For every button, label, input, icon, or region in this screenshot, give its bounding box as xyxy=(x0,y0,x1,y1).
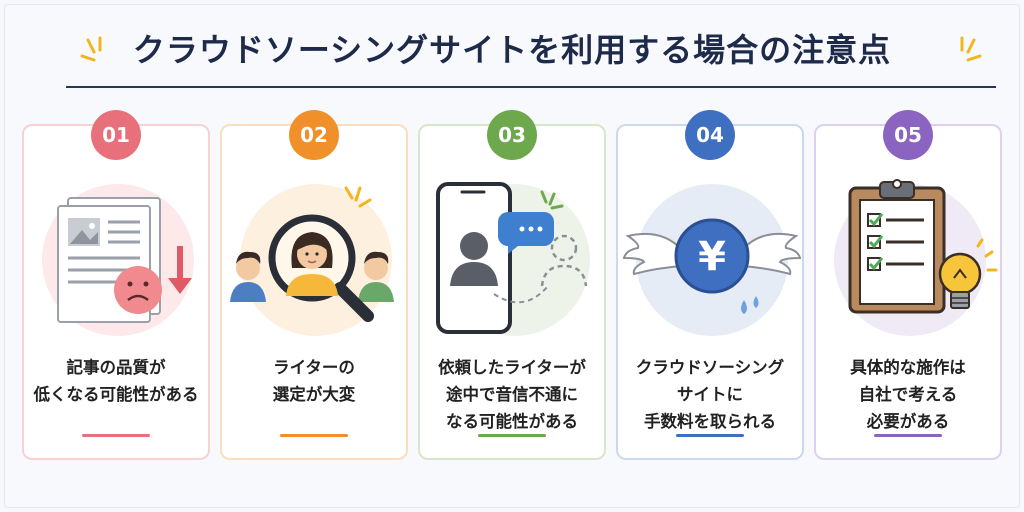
card-01: 01 記事の品質が 低くなる可能性がある xyxy=(22,110,210,460)
caption-line: 手数料を取られる xyxy=(644,412,776,431)
card-03: 03 依頼したライターが 途中で音信不通に なる可能性がある xyxy=(418,110,606,460)
card-underline xyxy=(874,434,942,437)
card-underline xyxy=(82,434,150,437)
caption-line: サイトに xyxy=(677,385,743,404)
card-underline xyxy=(478,434,546,437)
svg-text:¥: ¥ xyxy=(698,234,726,280)
magnifier-people-icon xyxy=(230,184,394,336)
document-quality-down-icon xyxy=(42,184,194,336)
caption-line: 必要がある xyxy=(866,412,950,431)
card-caption: ライターの 選定が大変 xyxy=(222,354,406,408)
page-title: クラウドソーシングサイトを利用する場合の注意点 xyxy=(132,31,892,69)
card-number-badge: 02 xyxy=(289,110,339,160)
card-number-badge: 03 xyxy=(487,110,537,160)
card-number-badge: 05 xyxy=(883,110,933,160)
caption-line: 選定が大変 xyxy=(272,385,356,404)
clipboard-lightbulb-icon xyxy=(834,179,998,336)
header: クラウドソーシングサイトを利用する場合の注意点 xyxy=(0,22,1024,78)
sparkle-right-icon xyxy=(960,36,982,62)
card-underline xyxy=(280,434,348,437)
caption-line: 低くなる可能性がある xyxy=(33,385,199,404)
card-number-badge: 04 xyxy=(685,110,735,160)
caption-line: 途中で音信不通に xyxy=(446,385,578,404)
flying-yen-coin-icon: ¥ xyxy=(622,184,802,336)
caption-line: なる可能性がある xyxy=(446,412,578,431)
card-caption: 具体的な施作は 自社で考える 必要がある xyxy=(816,354,1000,435)
card-underline xyxy=(676,434,744,437)
card-04: 04 ¥ クラウドソーシング サイトに 手数料を取られる xyxy=(616,110,804,460)
card-05: 05 具体的な施作は 自社で考える 必要がある xyxy=(814,110,1002,460)
sparkle-left-icon xyxy=(80,36,102,62)
caption-line: ライターの xyxy=(273,358,355,377)
title-divider xyxy=(66,86,996,88)
caption-line: 依頼したライターが xyxy=(438,358,586,377)
smartphone-disconnect-icon xyxy=(436,182,590,336)
card-02: 02 ライターの 選定が大変 xyxy=(220,110,408,460)
card-caption: 記事の品質が 低くなる可能性がある xyxy=(24,354,208,408)
card-caption: クラウドソーシング サイトに 手数料を取られる xyxy=(618,354,802,435)
caption-line: クラウドソーシング xyxy=(635,358,785,377)
card-caption: 依頼したライターが 途中で音信不通に なる可能性がある xyxy=(420,354,604,435)
caption-line: 自社で考える xyxy=(858,385,958,404)
card-number-badge: 01 xyxy=(91,110,141,160)
caption-line: 記事の品質が xyxy=(66,358,166,377)
caption-line: 具体的な施作は xyxy=(850,358,966,377)
